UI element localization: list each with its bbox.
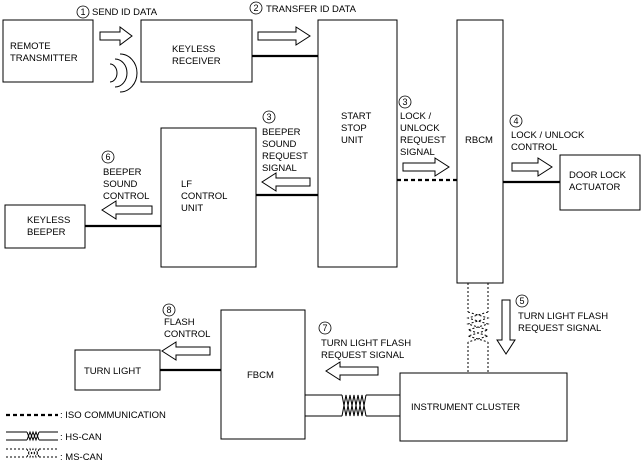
svg-text:BEEPER: BEEPER	[262, 127, 301, 138]
rbcm-box	[456, 19, 504, 284]
keyless-receiver-label-1: KEYLESS	[172, 44, 215, 55]
svg-text:CONTROL: CONTROL	[103, 191, 149, 202]
step-number: 1	[80, 7, 85, 17]
svg-text:REQUEST: REQUEST	[262, 151, 308, 162]
legend-hs-can-symbol	[6, 430, 58, 442]
turn-light-box	[74, 349, 161, 391]
step-lock-unlock-request-signal: 3 LOCK / UNLOCK REQUEST SIGNAL	[398, 95, 446, 158]
lf-control-unit-label-2: CONTROL	[181, 191, 227, 202]
step-text: SEND ID DATA	[92, 7, 158, 18]
keyless-beeper-label-2: BEEPER	[27, 227, 66, 238]
remote-transmitter-label-1: REMOTE	[10, 41, 51, 52]
step-number: 8	[166, 305, 171, 315]
step-beeper-sound-control: 6 BEEPER SOUND CONTROL	[101, 150, 149, 202]
keyless-receiver-box	[140, 19, 253, 83]
arrow-lock-unlock-request	[402, 157, 450, 177]
arrow-transfer-id-data	[257, 26, 311, 46]
step-beeper-sound-request-signal: 3 BEEPER SOUND REQUEST SIGNAL	[262, 110, 308, 174]
arrow-flash-control	[161, 341, 211, 361]
step-flash-control: 8 FLASH CONTROL	[162, 303, 210, 340]
svg-text:TURN LIGHT FLASH: TURN LIGHT FLASH	[518, 311, 608, 322]
turn-light-label: TURN LIGHT	[84, 366, 141, 377]
step-number: 3	[266, 112, 271, 122]
step-number: 2	[253, 3, 258, 13]
svg-text:LOCK / UNLOCK: LOCK / UNLOCK	[511, 130, 585, 141]
svg-text:FLASH: FLASH	[164, 317, 195, 328]
step-text: TRANSFER ID DATA	[266, 4, 357, 15]
step-number: 7	[322, 323, 327, 333]
svg-text:SIGNAL: SIGNAL	[262, 163, 297, 174]
arrow-turn-light-flash-request-down	[496, 299, 516, 355]
arrow-beeper-sound-control	[101, 200, 153, 220]
arrow-turn-light-flash-request-left	[325, 361, 379, 381]
rbcm-label: RBCM	[465, 135, 493, 146]
start-stop-unit-label-3: UNIT	[341, 135, 363, 146]
keyless-receiver-label-2: RECEIVER	[172, 56, 221, 67]
step-transfer-id-data: 2 TRANSFER ID DATA	[249, 1, 357, 15]
lf-control-unit-label-1: LF	[181, 179, 192, 190]
start-stop-unit-box	[317, 19, 398, 268]
remote-transmitter-box	[2, 19, 94, 83]
legend: : ISO COMMUNICATION : HS-CAN : MS-CAN	[6, 410, 166, 463]
step-number: 4	[513, 116, 518, 126]
lf-control-unit-label-3: UNIT	[181, 203, 203, 214]
step-number: 5	[519, 296, 524, 306]
keyless-beeper-box	[4, 204, 86, 249]
start-stop-unit-label-1: START	[341, 111, 371, 122]
svg-text:SOUND: SOUND	[262, 139, 296, 150]
door-lock-actuator-box	[559, 154, 641, 211]
keyless-beeper-label-1: KEYLESS	[27, 215, 70, 226]
legend-ms-can-symbol	[6, 447, 58, 459]
fbcm-label: FBCM	[247, 370, 274, 381]
step-lock-unlock-control: 4 LOCK / UNLOCK CONTROL	[509, 114, 585, 153]
instrument-cluster-label: INSTRUMENT CLUSTER	[411, 402, 520, 413]
svg-text:SOUND: SOUND	[103, 179, 137, 190]
svg-text:CONTROL: CONTROL	[511, 142, 557, 153]
svg-text:UNLOCK: UNLOCK	[400, 123, 440, 134]
step-turn-light-flash-request-signal-cluster: 7 TURN LIGHT FLASH REQUEST SIGNAL	[318, 321, 411, 361]
legend-iso-label: : ISO COMMUNICATION	[60, 410, 166, 421]
svg-text:TURN LIGHT FLASH: TURN LIGHT FLASH	[321, 338, 411, 349]
radio-wave-icon	[109, 53, 138, 93]
svg-text:SIGNAL: SIGNAL	[400, 147, 435, 158]
svg-text:BEEPER: BEEPER	[103, 167, 142, 178]
legend-hs-can-label: : HS-CAN	[60, 432, 102, 443]
start-stop-unit-label-2: STOP	[341, 123, 367, 134]
svg-text:CONTROL: CONTROL	[164, 329, 210, 340]
remote-transmitter-label-2: TRANSMITTER	[10, 53, 78, 64]
step-number: 6	[105, 152, 110, 162]
step-turn-light-flash-request-signal-rbcm: 5 TURN LIGHT FLASH REQUEST SIGNAL	[515, 294, 608, 334]
svg-text:REQUEST: REQUEST	[400, 135, 446, 146]
legend-ms-can-label: : MS-CAN	[60, 452, 103, 463]
lf-control-unit-box	[160, 127, 257, 268]
svg-text:LOCK /: LOCK /	[400, 111, 432, 122]
svg-text:REQUEST SIGNAL: REQUEST SIGNAL	[518, 323, 601, 334]
arrow-send-id-data	[99, 26, 133, 46]
instrument-cluster-box	[399, 372, 568, 442]
door-lock-actuator-label-2: ACTUATOR	[569, 182, 621, 193]
ms-can-link	[466, 283, 490, 373]
fbcm-box	[220, 309, 306, 440]
step-number: 3	[402, 97, 407, 107]
hs-can-link	[305, 394, 400, 417]
arrow-lock-unlock-control	[511, 157, 553, 177]
step-send-id-data: 1 SEND ID DATA	[76, 5, 158, 19]
arrow-beeper-sound-request	[261, 172, 311, 192]
door-lock-actuator-label-1: DOOR LOCK	[569, 170, 627, 181]
svg-text:REQUEST SIGNAL: REQUEST SIGNAL	[321, 350, 404, 361]
